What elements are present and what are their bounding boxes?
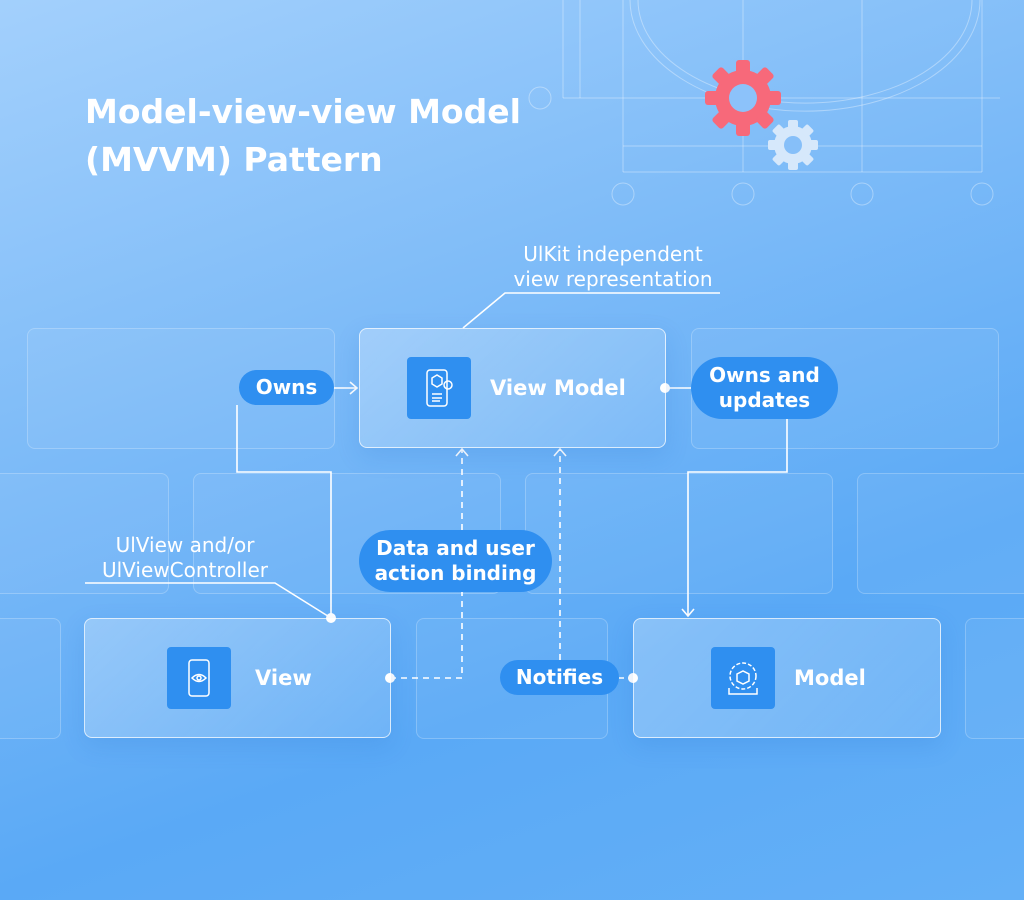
gear-red-icon — [705, 60, 781, 136]
bg-panel — [965, 618, 1024, 739]
owns-pill: Owns — [239, 370, 334, 405]
notifies-arrowhead — [553, 447, 567, 457]
view-node[interactable]: View — [84, 618, 391, 738]
notifies-pill: Notifies — [500, 660, 619, 695]
page-title: Model-view-view Model(MVVM) Pattern — [85, 92, 521, 179]
view-model-label: View Model — [490, 376, 626, 400]
phone-eye-icon — [167, 647, 231, 709]
bg-panel — [857, 473, 1024, 594]
binding-arrowhead — [455, 447, 469, 457]
view-label: View — [255, 666, 312, 690]
bg-panel — [0, 618, 61, 739]
bg-panel — [525, 473, 833, 594]
owns-arrow — [333, 381, 359, 395]
owns-line — [236, 405, 332, 618]
model-label: Model — [794, 666, 866, 690]
binding-dashed-line — [390, 449, 463, 679]
phone-cube-icon — [407, 357, 471, 419]
view-annotation-line — [85, 582, 332, 619]
bg-panel — [0, 473, 169, 594]
view-model-node[interactable]: View Model — [359, 328, 666, 448]
model-node[interactable]: Model — [633, 618, 941, 738]
gear-cube-icon — [711, 647, 775, 709]
owns-updates-arrow — [681, 418, 788, 618]
vm-annotation-line — [462, 292, 720, 329]
gear-light-icon — [768, 120, 818, 170]
